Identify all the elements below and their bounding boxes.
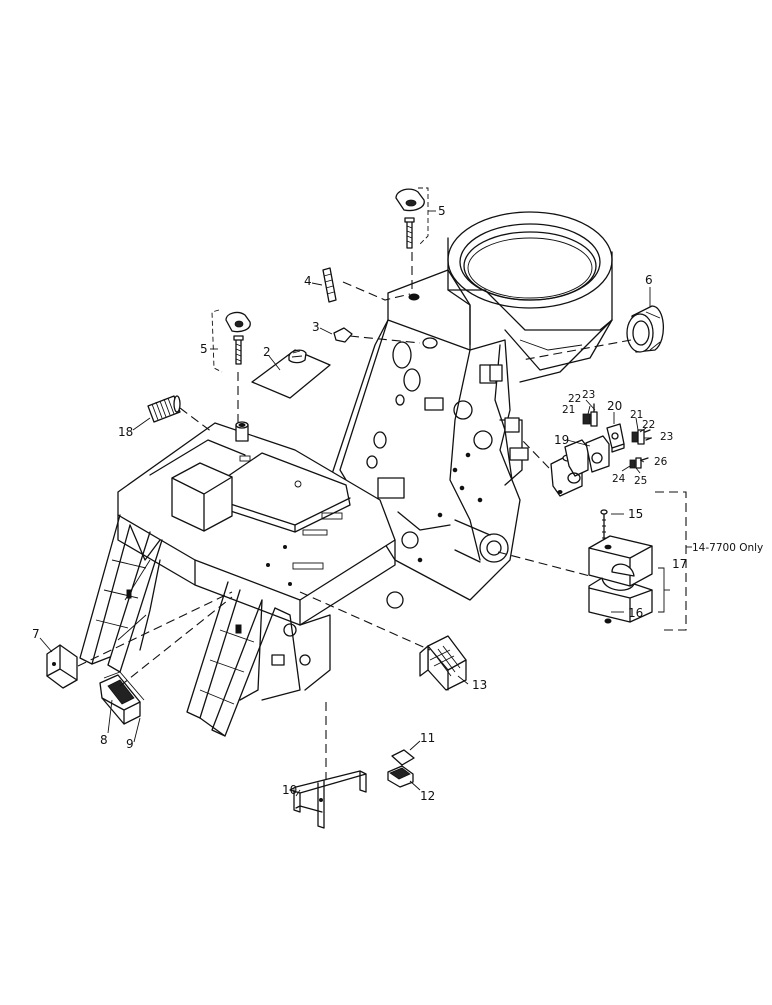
front-platform [117,422,396,626]
part-5-upper-cap-bolt [395,187,429,249]
callout-8: 8 [100,733,108,747]
part-13-step [419,635,467,691]
callout-26: 26 [654,456,668,468]
ring-housing [387,211,613,383]
callout-5-lower: 5 [200,342,208,356]
callout-18: 18 [118,425,133,439]
part-24-25-26-nuts [629,457,649,469]
callout-13: 13 [472,678,487,692]
callout-23-right: 23 [660,431,673,443]
callouts: 2 3 4 5 5 6 7 8 9 10 11 12 13 15 16 17 1… [32,204,687,803]
part-10-bracket [289,770,367,829]
part-8-9-plate-gasket [99,671,145,725]
right-ladder [186,581,331,737]
callout-2: 2 [263,345,271,359]
callout-21-right: 21 [630,409,643,421]
variant-note: 14-7700 Only [692,542,763,554]
left-ladder [79,514,163,673]
callout-22-right: 22 [642,419,655,431]
callout-6: 6 [645,273,653,287]
part-2-cover-plate [251,349,331,399]
part-20-block [606,423,625,453]
part-7-plate [46,644,78,689]
part-5-lower-cap-bolt [211,309,251,373]
part-3-plate [333,327,353,343]
callout-5-upper: 5 [438,204,446,218]
callout-19: 19 [554,433,569,447]
callout-12: 12 [420,789,435,803]
callout-23-left: 23 [582,389,595,401]
assembly-lines [77,252,632,780]
callout-9: 9 [126,737,134,751]
part-12-clip [387,765,414,788]
side-frame [329,319,529,609]
variant-enclosure [655,491,692,631]
callout-7: 7 [32,627,40,641]
part-18-filter [147,395,181,423]
part-15-16-17-clamp [588,509,670,624]
callout-3: 3 [312,320,320,334]
part-4-pin [322,267,337,303]
callout-11: 11 [420,731,435,745]
callout-10: 10 [282,783,297,797]
callout-20: 20 [607,399,622,413]
deck-fitting [235,421,249,442]
callout-24: 24 [612,473,626,485]
callout-4: 4 [304,274,312,288]
callout-15: 15 [628,507,643,521]
callout-21-left: 21 [562,404,575,416]
part-19-brackets [550,435,610,497]
callout-17: 17 [672,557,687,571]
part-21-22-23-group-right [631,429,652,445]
leader-lines [39,210,652,797]
callout-25: 25 [634,475,647,487]
part-21-22-23-group-left [582,403,598,427]
callout-16: 16 [628,606,643,620]
part-11-pad [391,749,415,766]
part-6-bushing [626,305,664,353]
callout-22-left: 22 [568,393,581,405]
